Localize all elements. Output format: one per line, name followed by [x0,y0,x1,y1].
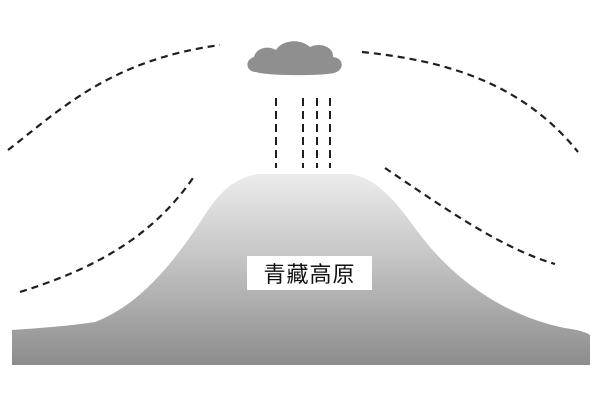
plateau-label: 青藏高原 [263,263,356,288]
lower-left-airflow-line [19,177,194,294]
cloud-icon [247,41,342,76]
upper-right-airflow-line [361,50,579,153]
plateau-label-box: 青藏高原 [247,256,372,290]
lower-right-airflow-line [384,167,556,266]
upper-left-airflow-line [7,43,221,151]
